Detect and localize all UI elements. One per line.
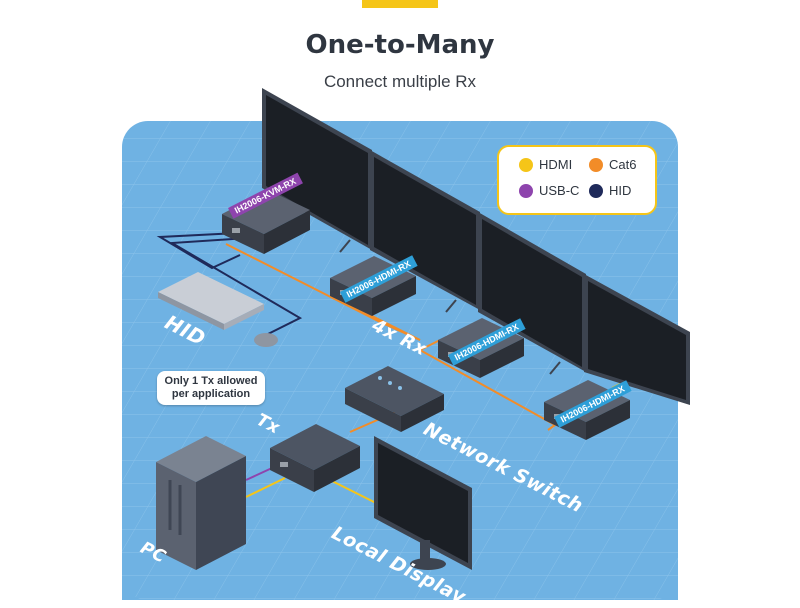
pc-tower — [156, 436, 246, 570]
tv-4 — [584, 274, 690, 405]
network-switch — [345, 366, 444, 432]
legend-item-cat6: Cat6 — [589, 157, 636, 172]
tv-3 — [478, 212, 586, 375]
legend-item-usbc: USB-C — [519, 183, 579, 198]
keyboard — [158, 272, 264, 330]
cat6-cable-3 — [419, 339, 441, 351]
hdmi-dot-icon — [519, 157, 533, 172]
note-line-2: per application — [171, 388, 251, 400]
legend-label: HDMI — [539, 157, 573, 172]
legend-label: USB-C — [539, 183, 580, 198]
kvm-rx-device — [222, 190, 310, 254]
hid-cable-1 — [156, 232, 241, 270]
mouse — [254, 333, 278, 347]
hid-dot-icon — [589, 183, 603, 198]
local-display-monitor — [374, 436, 472, 570]
tx-device — [270, 424, 360, 492]
cat6-dot-icon — [589, 157, 603, 172]
note-line-1: Only 1 Tx allowed — [164, 375, 258, 387]
legend-item-hdmi: HDMI — [519, 157, 572, 172]
page-title: One-to-Many — [305, 30, 495, 60]
legend-item-hid: HID — [589, 183, 631, 198]
accent-bar — [362, 0, 438, 8]
tv-2 — [370, 150, 480, 313]
legend: HDMI Cat6 USB-C HID — [497, 145, 657, 215]
hid-cable-2 — [168, 237, 303, 335]
usbc-dot-icon — [519, 183, 533, 198]
tx-limit-note: Only 1 Tx allowed per application — [157, 371, 265, 405]
page-subtitle: Connect multiple Rx — [323, 72, 477, 91]
legend-label: HID — [609, 183, 632, 198]
hdmi-cable-5 — [245, 477, 286, 498]
legend-label: Cat6 — [609, 157, 637, 172]
